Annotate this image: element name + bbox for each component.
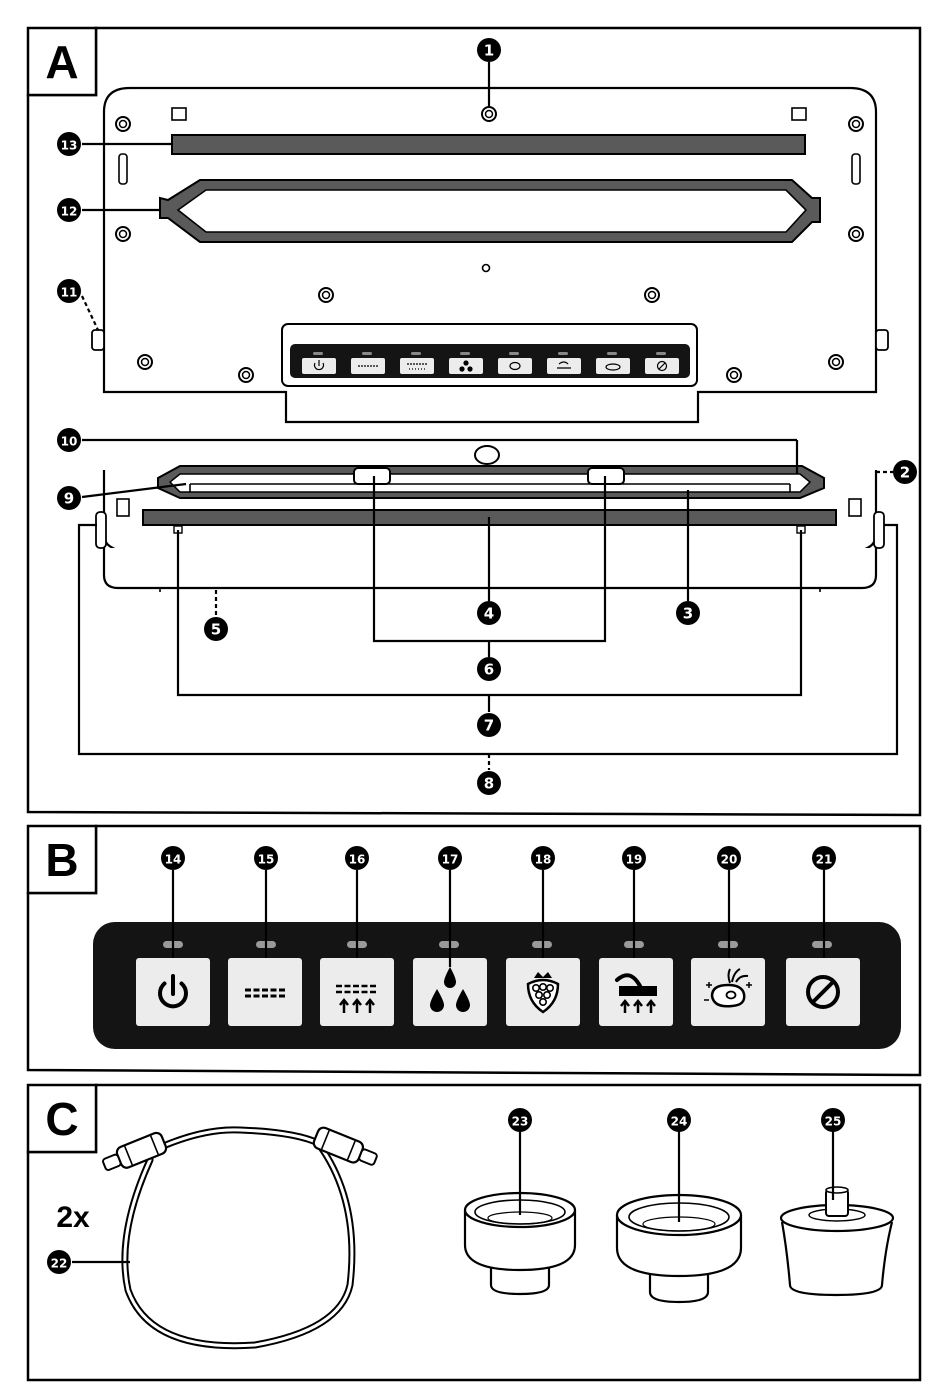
svg-text:5: 5 [211,621,221,639]
leader-lines-b [171,870,826,967]
section-c-letter: C [45,1093,78,1145]
svg-text:23: 23 [512,1115,529,1129]
callout-13: 13 [57,132,81,156]
callout-12: 12 [57,198,81,222]
pulse-button[interactable] [599,958,673,1026]
section-c: C 2x 22 [26,1083,922,1382]
stop-button[interactable] [786,958,860,1026]
upper-gasket [159,179,821,243]
svg-text:15: 15 [258,853,275,867]
svg-text:14: 14 [165,853,182,867]
callout-14: 14 [161,846,185,870]
callout-19: 19 [622,846,646,870]
svg-text:22: 22 [51,1257,68,1271]
svg-text:3: 3 [683,605,693,623]
svg-text:21: 21 [816,853,833,867]
callout-18: 18 [531,846,555,870]
svg-text:16: 16 [349,853,366,867]
callout-25: 25 [821,1108,845,1132]
svg-text:4: 4 [484,605,494,623]
callout-22: 22 [47,1250,71,1274]
callout-7: 7 [477,713,501,737]
svg-text:9: 9 [64,490,74,508]
section-a: A [26,26,922,817]
control-panel [93,922,901,1049]
callout-9: 9 [57,486,81,510]
svg-text:6: 6 [484,661,494,679]
svg-text:18: 18 [535,853,552,867]
vacuum-hose [102,1126,378,1350]
callout-17: 17 [438,846,462,870]
hose-count-label: 2x [56,1201,90,1234]
power-icon [158,974,188,1009]
seal-button[interactable] [228,958,302,1026]
stop-icon [806,975,840,1009]
svg-text:24: 24 [671,1115,688,1129]
callout-11: 11 [57,279,81,303]
lower-gasket [157,465,825,499]
callout-10: 10 [57,428,81,452]
svg-text:25: 25 [825,1115,842,1129]
seal-icon [245,988,287,998]
delicate-icon [526,972,560,1014]
vacuum-seal-icon [336,984,378,1013]
moist-icon [430,967,470,1012]
callout-1: 1 [477,38,501,62]
leader-lines-a [77,62,899,770]
callout-21: 21 [812,846,836,870]
adapter-small [463,1191,577,1296]
lid-latch-tab-left [353,467,391,485]
bottle-stopper [779,1186,895,1297]
svg-text:13: 13 [61,139,78,153]
callout-20: 20 [717,846,741,870]
svg-text:12: 12 [61,205,78,219]
callout-4: 4 [477,601,501,625]
section-b: B [26,824,922,1077]
svg-text:20: 20 [721,853,738,867]
mini-control-panel [281,323,698,387]
section-b-letter: B [45,834,78,886]
svg-text:2: 2 [900,464,910,482]
marinate-button[interactable] [691,958,765,1026]
section-b-badge [26,824,98,895]
svg-text:17: 17 [442,853,459,867]
callout-8: 8 [477,771,501,795]
marinate-icon [704,968,752,1008]
callout-5: 5 [204,617,228,641]
delicate-button[interactable] [506,958,580,1026]
adapter-large [615,1193,743,1304]
svg-text:10: 10 [61,435,78,449]
callout-16: 16 [345,846,369,870]
svg-text:19: 19 [626,853,643,867]
moist-button[interactable] [413,958,487,1026]
callout-2: 2 [893,460,917,484]
svg-text:1: 1 [484,42,494,60]
callout-24: 24 [667,1108,691,1132]
upper-sealing-bar [171,134,806,155]
callout-23: 23 [508,1108,532,1132]
section-a-letter: A [45,36,78,88]
svg-text:7: 7 [484,717,494,735]
power-button[interactable] [136,958,210,1026]
svg-text:8: 8 [484,775,494,793]
callout-6: 6 [477,657,501,681]
callout-3: 3 [676,601,700,625]
section-a-badge [26,26,98,97]
svg-text:11: 11 [61,286,78,300]
vacuum-seal-button[interactable] [320,958,394,1026]
pulse-icon [615,973,657,1013]
section-c-badge [26,1083,98,1154]
callout-15: 15 [254,846,278,870]
